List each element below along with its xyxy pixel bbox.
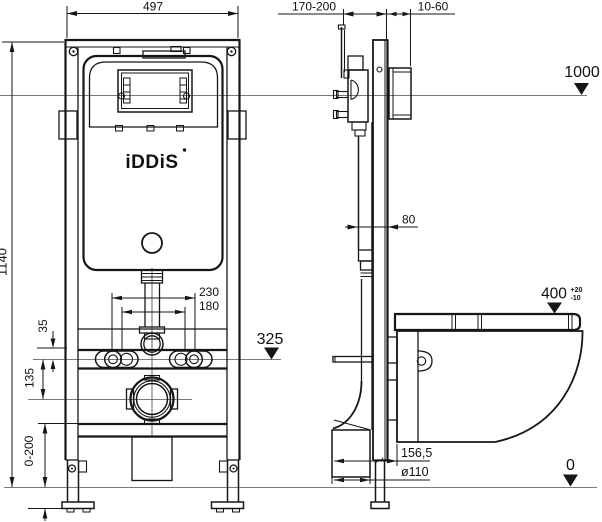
floor-level-label: 0	[566, 457, 575, 474]
corner-screw-right	[226, 46, 237, 57]
finish-thickness-label: 10-60	[418, 0, 449, 14]
flush-pipe-front	[138, 269, 166, 356]
level-1000: 1000	[564, 64, 600, 95]
seam-bolt-right	[182, 46, 191, 55]
frame-height-label: 1140	[0, 248, 10, 276]
side-frame-profile	[372, 39, 389, 461]
level-triangle-400	[547, 302, 562, 314]
window-dot-left	[117, 92, 126, 100]
flush-elbow	[140, 332, 164, 356]
dim-profile-depth: 80	[345, 213, 418, 230]
foot-plate-left	[61, 501, 95, 510]
frame-width-label: 497	[143, 0, 163, 14]
front-view: iDDiS	[58, 38, 247, 513]
side-tank	[332, 69, 373, 381]
front-frame	[58, 38, 247, 461]
bowl-top-plus-label: +20	[571, 287, 583, 294]
dim-anchor-to-drain: 135	[23, 359, 46, 399]
drain-outlet-box	[331, 429, 371, 478]
rail-clip-left	[58, 110, 78, 140]
stud-span-inner-label: 180	[199, 299, 219, 313]
seam-bolt-left	[112, 46, 121, 55]
level-325: 325	[257, 331, 284, 360]
stud-span-outer-label: 230	[199, 285, 219, 299]
foot-adjust-label: 0-200	[22, 435, 36, 466]
foot-plate-right	[210, 501, 245, 510]
filler-stub	[170, 45, 182, 53]
front-legs	[61, 460, 245, 513]
drain-guide-box	[131, 436, 173, 482]
drain-socket	[125, 374, 179, 425]
profile-depth-label: 80	[402, 213, 416, 227]
leg-clamp-left	[77, 460, 88, 473]
side-view	[331, 24, 584, 510]
level-triangle-1000	[574, 83, 589, 95]
level-0: 0	[563, 457, 578, 487]
leg-clamp-right	[218, 460, 229, 473]
window-rail-left	[123, 77, 131, 104]
bowl-top-level-label: 400	[541, 286, 567, 303]
rail-to-anchor-label: 35	[36, 319, 50, 333]
dim-drain-pipe: ø110	[331, 465, 430, 484]
access-window	[117, 69, 193, 113]
seat	[393, 312, 582, 332]
inlet-valve	[347, 55, 364, 71]
rail-clip-right	[227, 110, 247, 140]
flush-access-box	[388, 67, 412, 120]
flush-button	[141, 232, 163, 254]
side-leg	[370, 460, 390, 510]
level-triangle-0	[563, 474, 578, 487]
dim-frame-height: 1140	[0, 41, 64, 487]
window-rail-right	[179, 77, 187, 104]
reference-lines	[0, 95, 597, 488]
dim-foot-adjust: 0-200	[22, 423, 78, 521]
window-dot-right	[182, 92, 191, 100]
bowl-inlet-bump	[417, 350, 433, 372]
anchor-axis-label: 325	[257, 331, 284, 348]
dim-frame-width: 497	[66, 0, 239, 38]
dim-rail-to-anchor: 35	[36, 319, 67, 372]
filler-tab	[142, 50, 186, 59]
toilet-bowl-side	[393, 312, 584, 443]
level-400: 400 +20 -10	[541, 286, 582, 314]
level-triangle-325	[264, 347, 279, 360]
profile-hole	[376, 66, 383, 73]
wall-distance-label: 170-200	[292, 0, 336, 14]
cistern: iDDiS	[82, 45, 224, 272]
drain-to-bowl-label: 156,5	[401, 446, 432, 460]
lower-crossbar	[78, 422, 227, 482]
drain-pipe-label: ø110	[401, 465, 429, 479]
lid-seam	[88, 61, 219, 128]
flush-button-level-label: 1000	[564, 64, 600, 81]
side-foot-plate	[370, 501, 390, 510]
bowl-top-minus-label: -10	[571, 295, 581, 302]
bowl-body	[396, 330, 584, 443]
corner-screw-left	[68, 46, 79, 57]
brand-logo: iDDiS	[125, 152, 178, 173]
anchor-to-drain-label: 135	[23, 368, 37, 388]
drain-elbow	[331, 380, 373, 478]
dim-drain-to-bowl: 156,5	[334, 444, 432, 466]
bowl-studs	[386, 336, 398, 421]
mounting-rail	[78, 328, 227, 370]
dim-wall-distance: 170-200 10-60	[278, 0, 455, 66]
dim-stud-spans: 230 180	[111, 285, 219, 351]
registered-mark-icon	[182, 148, 187, 152]
wall-bracket-arm	[332, 355, 374, 363]
